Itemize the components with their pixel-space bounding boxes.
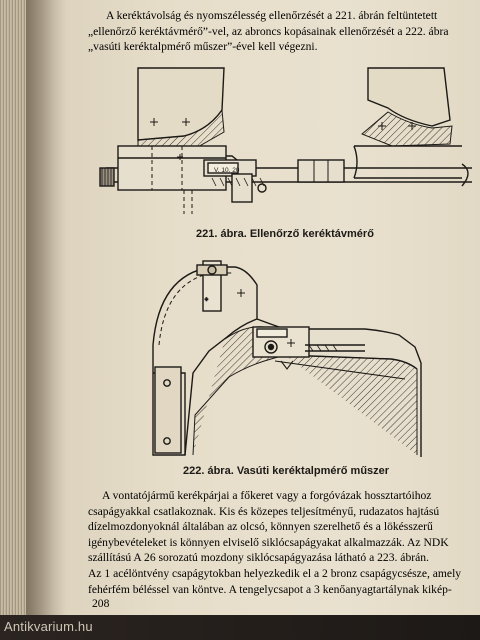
figure-221-wheel-gauge: V. 10. 20	[99, 67, 472, 214]
figure-221-caption: 221. ábra. Ellenőrző keréktávmérő	[196, 228, 374, 240]
paragraph-line: Az 1 acélöntvény csapágytokban helyezked…	[88, 566, 462, 580]
paragraph-line: fehérfém béléssel van köntve. A tengelyc…	[88, 582, 452, 596]
svg-text:+: +	[205, 297, 208, 303]
paragraph-line: szállítású A 26 sorozatú mozdony siklócs…	[88, 551, 429, 565]
intro-paragraph: A keréktávolság és nyomszélesség ellenőr…	[88, 8, 478, 55]
paragraph-line: csapágyakkal csatlakoznak. Kis és közepe…	[88, 504, 440, 518]
paragraph-line: „ellenőrző keréktávmérő”-vel, az abroncs…	[88, 24, 449, 38]
figure-222-caption: 222. ábra. Vasúti keréktalpmérő műszer	[183, 465, 390, 477]
figure-222-profile-gauge: +	[152, 260, 422, 457]
paragraph-line: A vontatójármű kerékpárjai a főkeret vag…	[102, 489, 432, 502]
paragraph-line: igénybevételeket is könnyen elviselő sik…	[88, 535, 449, 549]
photo-bottom-bar	[0, 615, 480, 640]
paragraph-line: dízelmozdonyoknál általában az olcsó, kö…	[88, 520, 433, 534]
page-stack-edges	[0, 0, 30, 640]
paragraph-line: „vasúti keréktalpmérő műszer”-ével kell …	[88, 40, 318, 54]
scale-label: V. 10. 20	[214, 167, 240, 174]
watermark: Antikvarium.hu	[4, 619, 93, 634]
body-paragraph: A vontatójármű kerékpárjai a főkeret vag…	[88, 488, 478, 597]
page-number: 208	[92, 597, 110, 610]
gutter-shadow	[26, 0, 66, 625]
paragraph-line: A keréktávolság és nyomszélesség ellenőr…	[106, 9, 438, 22]
